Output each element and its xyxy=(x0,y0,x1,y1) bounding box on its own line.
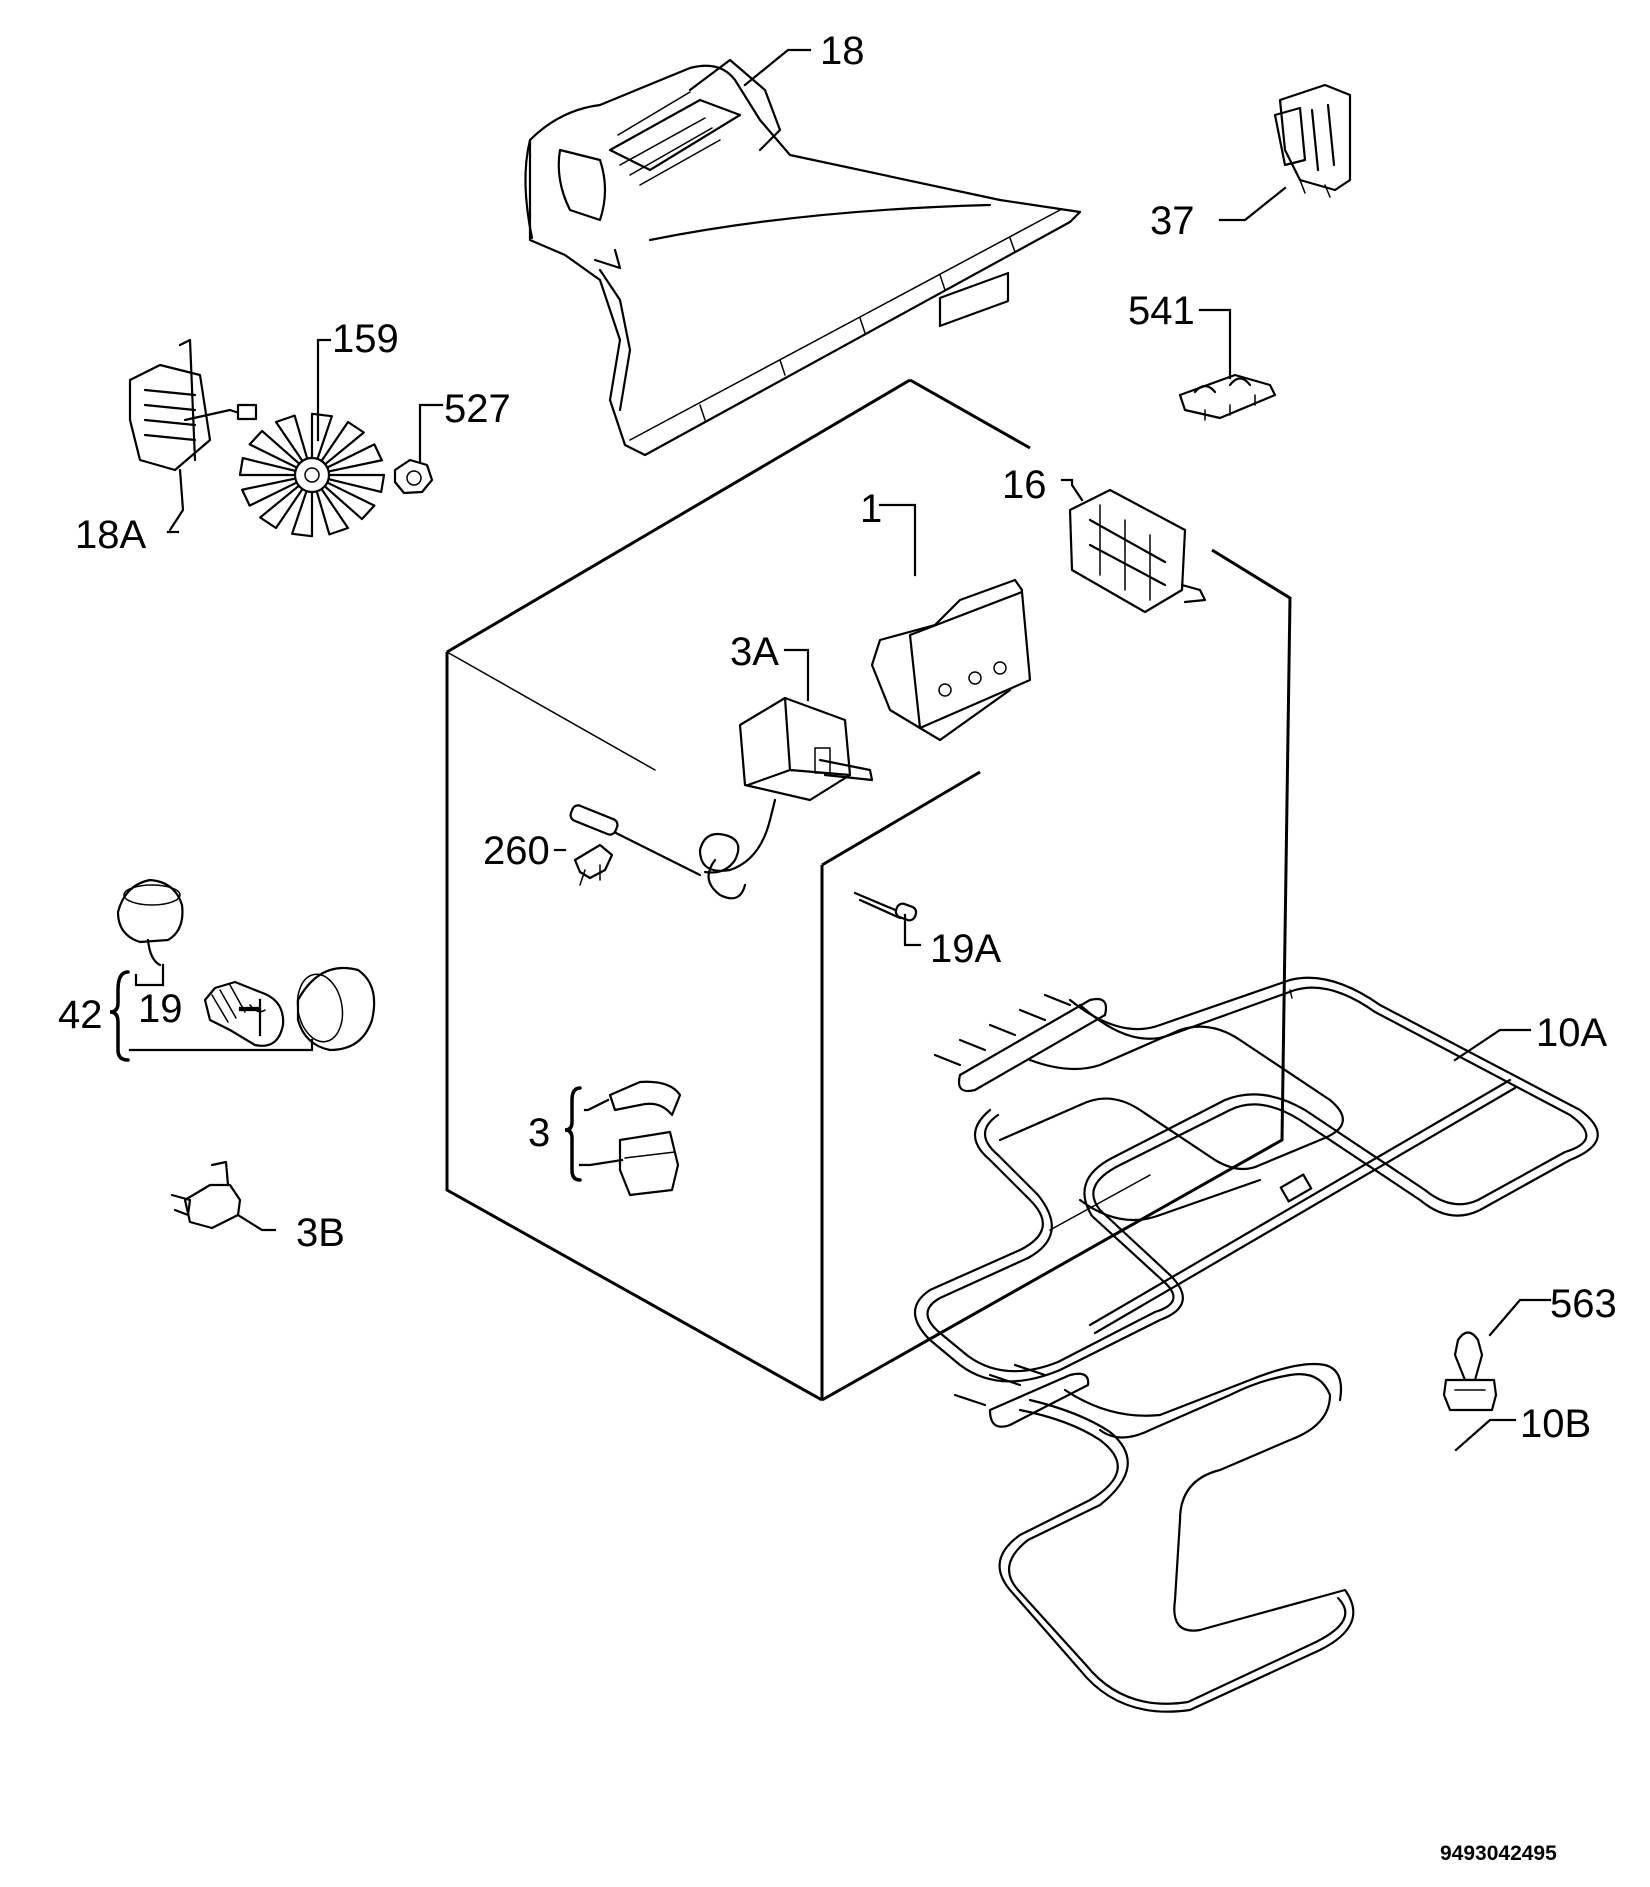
callout-10b: 10B xyxy=(1520,1402,1591,1446)
callout-37: 37 xyxy=(1150,199,1195,243)
part-37-switch xyxy=(1273,83,1352,198)
part-3a-thermostat xyxy=(569,696,874,900)
callout-10a: 10A xyxy=(1536,1011,1607,1055)
callout-541: 541 xyxy=(1128,289,1195,333)
callout-18a: 18A xyxy=(75,513,146,557)
document-number: 9493042495 xyxy=(1440,1842,1557,1865)
leader-lines xyxy=(128,48,1552,1452)
part-3b-connector xyxy=(170,1160,242,1230)
part-10a-top-heating-element xyxy=(914,976,1599,1383)
callout-563: 563 xyxy=(1550,1282,1617,1326)
callout-labels: 18 37 541 159 527 18A 16 1 3A 260 19A 10… xyxy=(58,29,1617,1865)
part-563-foot xyxy=(1442,1331,1498,1412)
part-10b-bottom-heating-element xyxy=(953,1362,1355,1713)
callout-18: 18 xyxy=(820,29,865,73)
callout-3: 3 xyxy=(528,1111,550,1155)
part-527-nut xyxy=(393,458,434,495)
callout-260: 260 xyxy=(483,829,550,873)
part-18a-fan-motor xyxy=(128,338,258,532)
brace-42 xyxy=(109,970,130,1062)
callout-19: 19 xyxy=(138,987,183,1031)
callout-16: 16 xyxy=(1002,463,1047,507)
part-260-clip xyxy=(573,843,614,886)
callout-159: 159 xyxy=(332,317,399,361)
part-lamp-cover xyxy=(296,966,376,1052)
part-19a-lamp-connector xyxy=(853,891,918,922)
brace-3 xyxy=(564,1086,582,1182)
part-19-lamp-bulb xyxy=(203,980,285,1047)
part-3-bracket xyxy=(608,1080,682,1197)
callout-3b: 3B xyxy=(296,1211,345,1255)
callout-527: 527 xyxy=(444,387,511,431)
callout-42: 42 xyxy=(58,993,103,1037)
part-1-electronic-timer xyxy=(870,271,1032,742)
part-16-selector-switch xyxy=(1068,488,1207,614)
callout-19a: 19A xyxy=(930,927,1001,971)
part-42-lamp-holder xyxy=(116,878,184,967)
callout-1: 1 xyxy=(860,487,882,531)
oven-cabinet xyxy=(445,378,1292,1402)
part-159-fan-blade xyxy=(238,412,386,538)
part-541-connector xyxy=(1178,373,1277,421)
callout-3a: 3A xyxy=(730,630,779,674)
part-18-fan-cowl xyxy=(524,58,1082,457)
